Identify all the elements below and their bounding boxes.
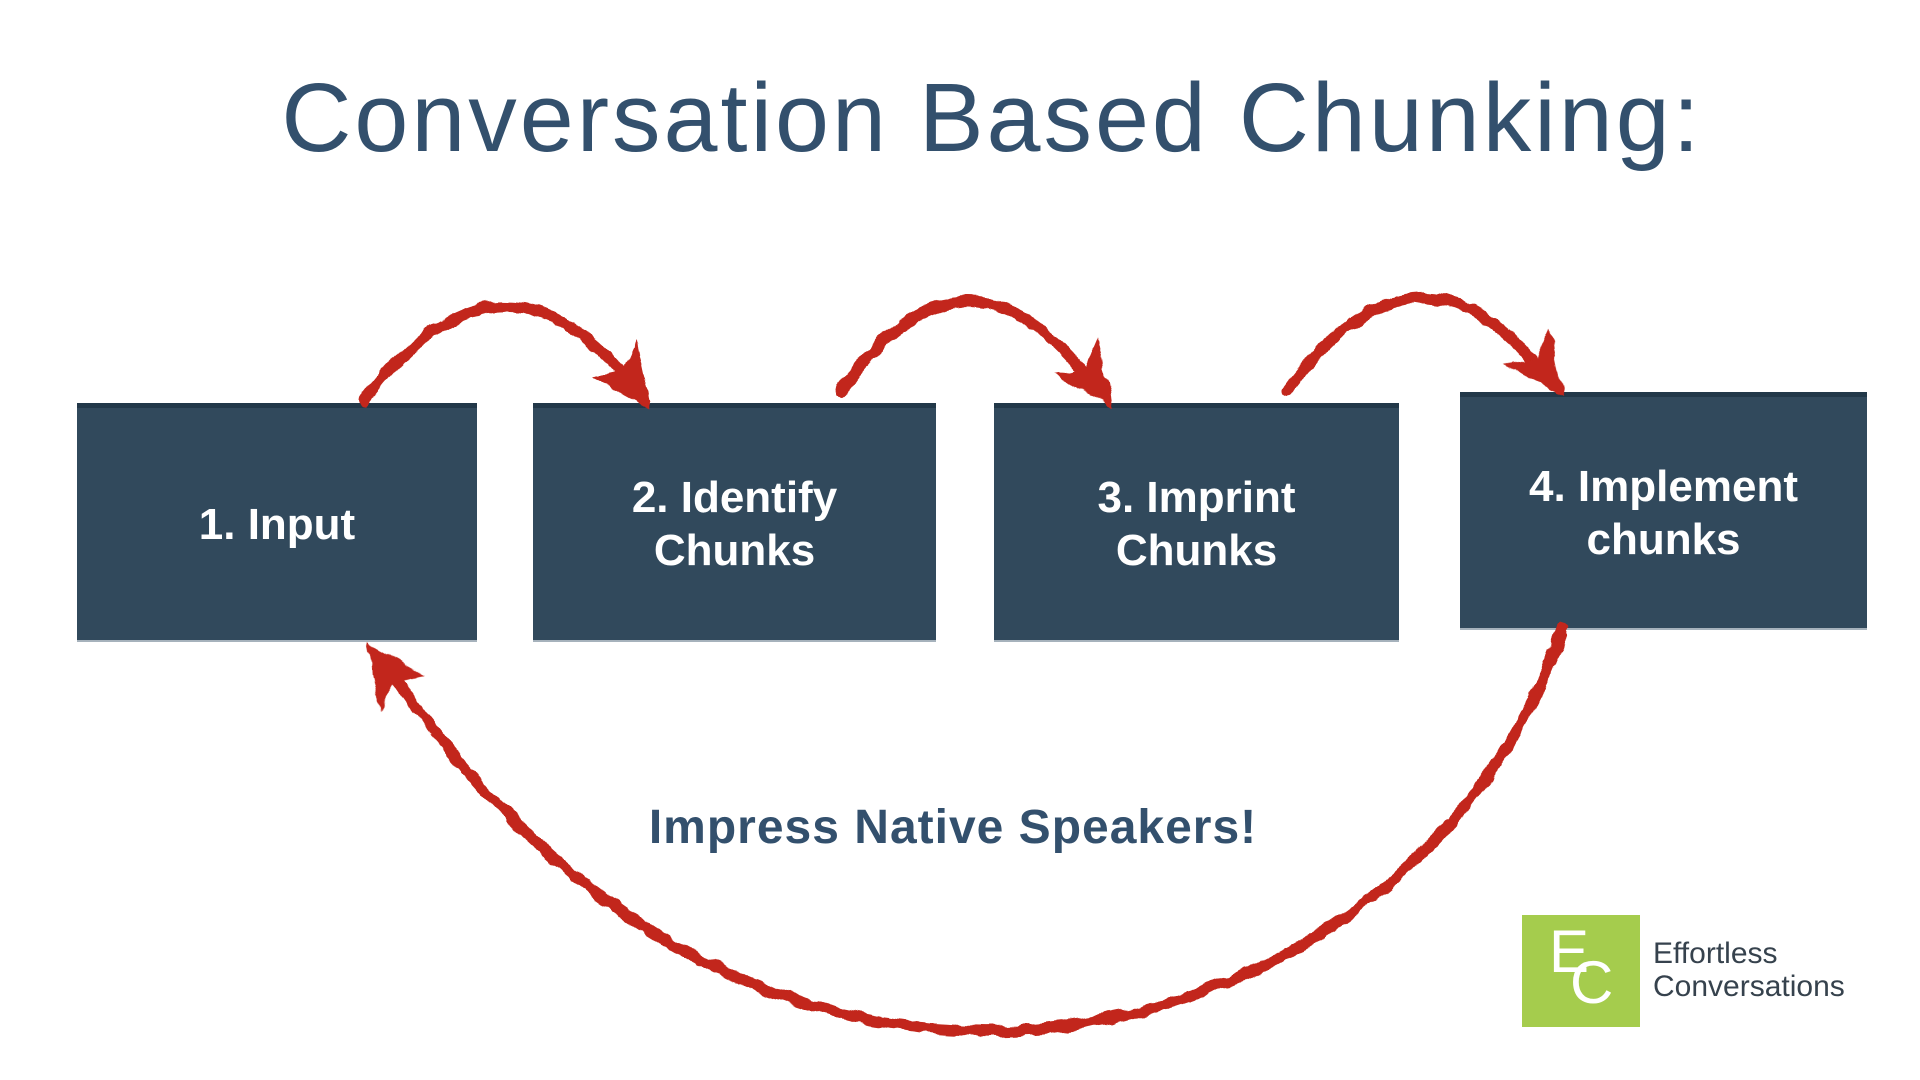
effortless-conversations-logo: E C Effortless Conversations xyxy=(1522,915,1845,1027)
step-box-implement-chunks: 4. Implement chunks xyxy=(1460,392,1867,628)
step-box-input: 1. Input xyxy=(77,403,477,640)
step-label-line: Chunks xyxy=(1115,526,1278,575)
logo-wordmark-line2: Conversations xyxy=(1653,970,1845,1003)
arrow-step3-to-step4 xyxy=(1282,292,1554,396)
step-label-line: 4. Implement xyxy=(1529,461,1798,511)
step-label-line: chunks xyxy=(1586,514,1741,564)
step-label-line: 1. Input xyxy=(198,499,356,549)
loop-caption: Impress Native Speakers! xyxy=(648,801,1258,854)
monogram-letter-c: C xyxy=(1570,949,1614,1016)
step-box-imprint-chunks: 3. Imprint Chunks xyxy=(994,403,1399,640)
arrow-step2-to-step3 xyxy=(834,296,1104,398)
logo-wordmark-line1: Effortless xyxy=(1653,937,1778,970)
logo-wordmark: Effortless Conversations xyxy=(1653,915,1845,1027)
step-label-line: Chunks xyxy=(653,526,816,575)
arrow-step1-to-step2 xyxy=(359,301,642,406)
step-label-line: 3. Imprint xyxy=(1097,473,1296,522)
step-label-line: 2. Identify xyxy=(631,473,838,522)
step-box-identify-chunks: 2. Identify Chunks xyxy=(533,403,936,640)
ec-monogram-icon: E C xyxy=(1522,915,1640,1027)
page-title: Conversation Based Chunking: xyxy=(281,63,1703,172)
